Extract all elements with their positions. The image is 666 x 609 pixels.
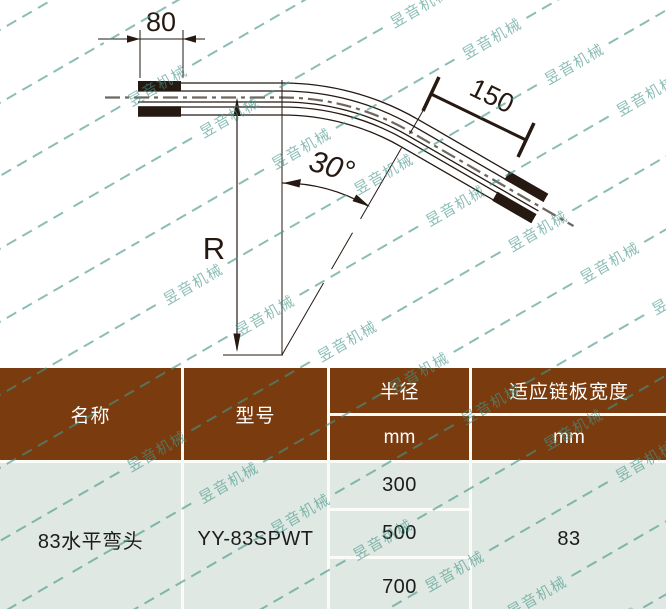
dimension-radius: R [203,97,241,352]
dim-80-label: 80 [146,7,176,37]
spec-table-grid: 名称 型号 半径 mm 适应链板宽度 mm 83水平弯头 YY-83SPWT 3… [0,368,666,609]
header-plate-width: 适应链板宽度 [472,368,666,413]
cell-radius-700: 700 [330,559,469,609]
cell-plate-width-value: 83 [472,463,666,609]
spec-table: 名称 型号 半径 mm 适应链板宽度 mm 83水平弯头 YY-83SPWT 3… [0,368,666,609]
header-radius: 半径 [330,368,469,413]
header-name: 名称 [0,368,181,460]
cell-product-name: 83水平弯头 [0,463,181,609]
cell-model-number: YY-83SPWT [184,463,327,609]
cell-radius-500: 500 [330,511,469,556]
dim-150-label: 150 [465,73,519,120]
dimension-150: 150 [421,73,536,158]
dimension-angle: 30° [281,145,370,207]
header-radius-unit: mm [330,416,469,460]
header-plate-width-unit: mm [472,416,666,460]
dim-angle-label: 30° [305,145,358,189]
cell-radius-300: 300 [330,463,469,508]
header-model: 型号 [184,368,327,460]
radius-construction-lines [223,80,425,356]
bend-drawing: 80 R 30° 150 [98,7,575,356]
dimension-80: 80 [98,7,205,78]
dim-radius-label: R [203,231,225,266]
